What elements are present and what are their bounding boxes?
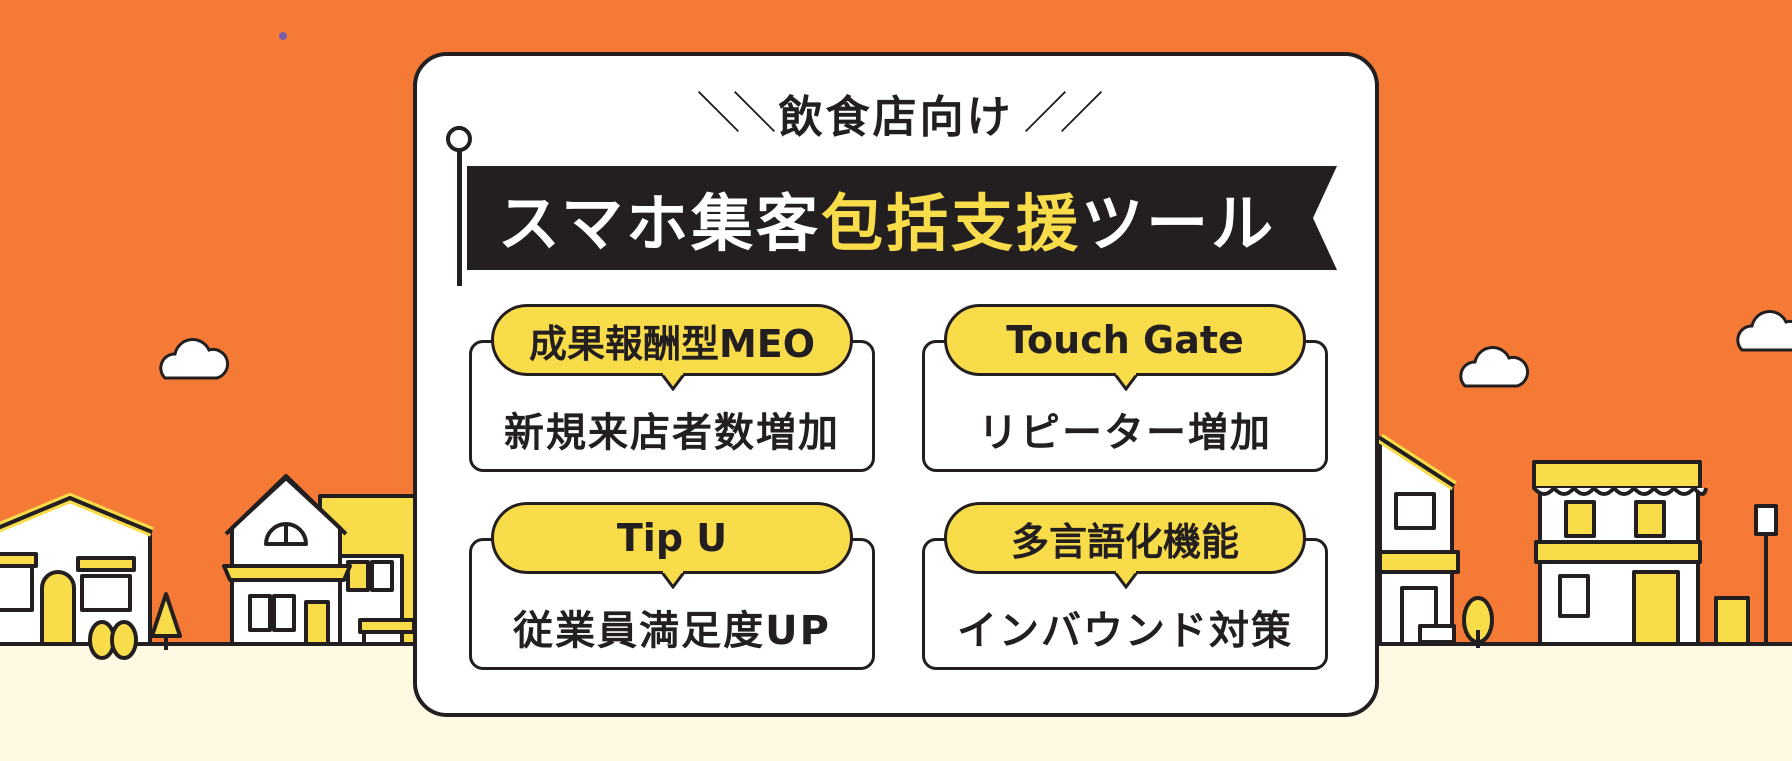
feature-card: 多言語化機能 インバウンド対策: [922, 502, 1328, 670]
speech-tail-icon: [1114, 373, 1138, 391]
cloud-icon: [1736, 310, 1792, 352]
feature-name: Tip U: [491, 502, 853, 574]
emphasis-lines-left-icon: ＼＼: [696, 88, 777, 139]
title-banner: スマホ集客包括支援ツール: [467, 166, 1337, 270]
title-part-2: ツール: [1081, 187, 1277, 260]
feature-name: 多言語化機能: [944, 502, 1306, 574]
speech-tail-icon: [661, 373, 685, 391]
feature-card: 成果報酬型MEO 新規来店者数増加: [469, 304, 875, 472]
info-card: ＼＼飲食店向け／／ スマホ集客包括支援ツール 成果報酬型MEO 新規来店者数増加…: [413, 52, 1379, 717]
feature-description: インバウンド対策: [957, 608, 1293, 654]
feature-description: 従業員満足度UP: [513, 608, 831, 654]
speech-tail-icon: [661, 571, 685, 589]
page-title: スマホ集客包括支援ツール: [497, 166, 1277, 270]
banner-ribbon: [467, 166, 1337, 270]
target-audience-label: ＼＼飲食店向け／／: [417, 88, 1375, 148]
feature-description: 新規来店者数増加: [504, 410, 840, 456]
kicker-text: 飲食店向け: [778, 92, 1014, 143]
emphasis-lines-right-icon: ／／: [1023, 88, 1104, 139]
feature-description: リピーター増加: [978, 410, 1272, 456]
feature-card: Touch Gate リピーター増加: [922, 304, 1328, 472]
feature-card: Tip U 従業員満足度UP: [469, 502, 875, 670]
flag-pole-knob: [446, 126, 472, 152]
feature-name: Touch Gate: [944, 304, 1306, 376]
flag-pole: [457, 126, 462, 286]
title-part-1: スマホ集客: [497, 187, 822, 260]
cloud-icon: [1459, 346, 1530, 388]
title-highlight: 包括支援: [821, 187, 1082, 260]
speech-tail-icon: [1114, 571, 1138, 589]
cloud-icon: [159, 338, 230, 380]
feature-name: 成果報酬型MEO: [491, 304, 853, 376]
